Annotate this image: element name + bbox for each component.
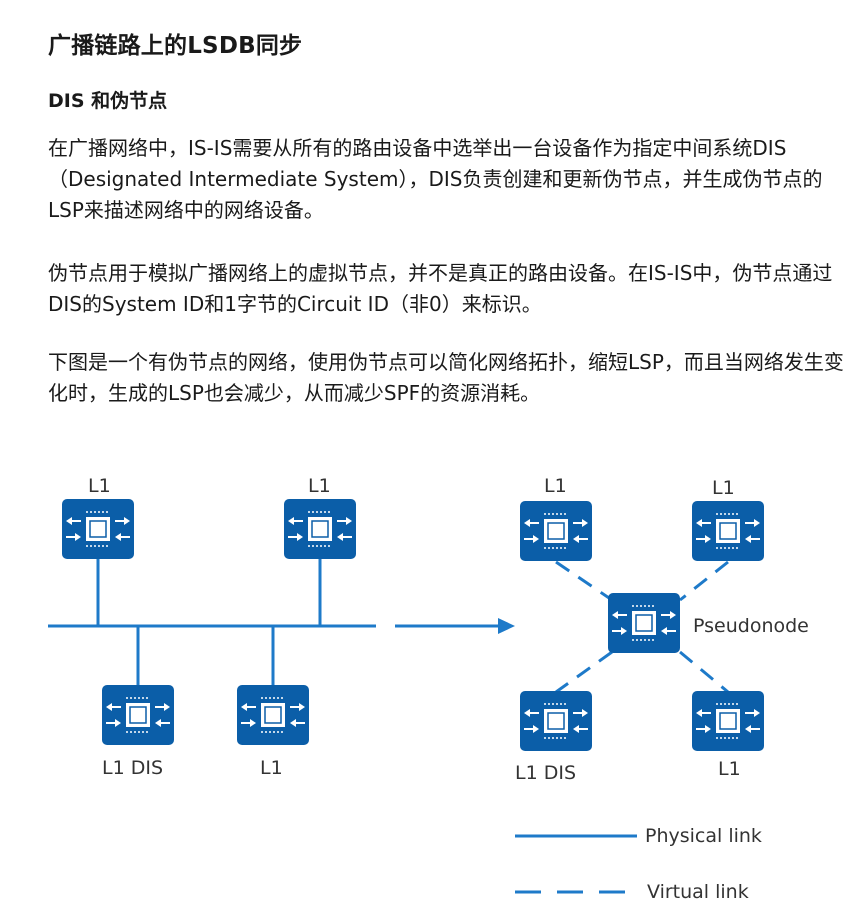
router-icon — [61, 498, 135, 560]
router-icon — [519, 500, 593, 562]
node-label: L1 — [712, 477, 735, 499]
pseudonode-diagram: L1 L1 L1 DIS L1 L1 L1 Pseudonode L1 DIS … — [48, 475, 809, 903]
pseudonode-topology: L1 L1 Pseudonode L1 DIS L1 — [515, 475, 809, 784]
node-label: L1 DIS — [102, 757, 163, 779]
node-label: L1 — [544, 475, 567, 497]
virtual-link — [555, 650, 613, 694]
virtual-link — [679, 650, 729, 694]
router-icon — [101, 684, 175, 746]
legend-physical-label: Physical link — [645, 825, 762, 847]
node-label: L1 — [718, 758, 741, 780]
node-label: L1 — [260, 757, 283, 779]
virtual-link — [679, 560, 729, 602]
router-icon — [691, 500, 765, 562]
arrow-icon — [395, 618, 515, 634]
page-title: 广播链路上的LSDB同步 — [48, 33, 303, 59]
paragraph-pseudonode: 伪节点用于模拟广播网络上的虚拟节点，并不是真正的路由设备。在IS-IS中，伪节点… — [48, 261, 833, 316]
legend-virtual-label: Virtual link — [647, 881, 749, 903]
paragraph-dis-intro: 在广播网络中，IS-IS需要从所有的路由设备中选举出一台设备作为指定中间系统DI… — [48, 136, 823, 222]
router-icon — [691, 690, 765, 752]
node-label: L1 — [88, 475, 111, 497]
pseudonode-icon — [607, 592, 681, 654]
paragraph-diagram-intro: 下图是一个有伪节点的网络，使用伪节点可以简化网络拓扑，缩短LSP，而且当网络发生… — [48, 350, 844, 405]
legend: Physical link Virtual link — [515, 825, 762, 903]
node-label: L1 — [308, 475, 331, 497]
broadcast-network: L1 L1 L1 DIS L1 — [48, 475, 376, 779]
node-label: L1 DIS — [515, 762, 576, 784]
router-icon — [519, 690, 593, 752]
router-icon — [283, 498, 357, 560]
pseudonode-label: Pseudonode — [693, 615, 809, 637]
virtual-link — [555, 560, 613, 602]
section-title: DIS 和伪节点 — [48, 90, 168, 112]
router-icon — [236, 684, 310, 746]
